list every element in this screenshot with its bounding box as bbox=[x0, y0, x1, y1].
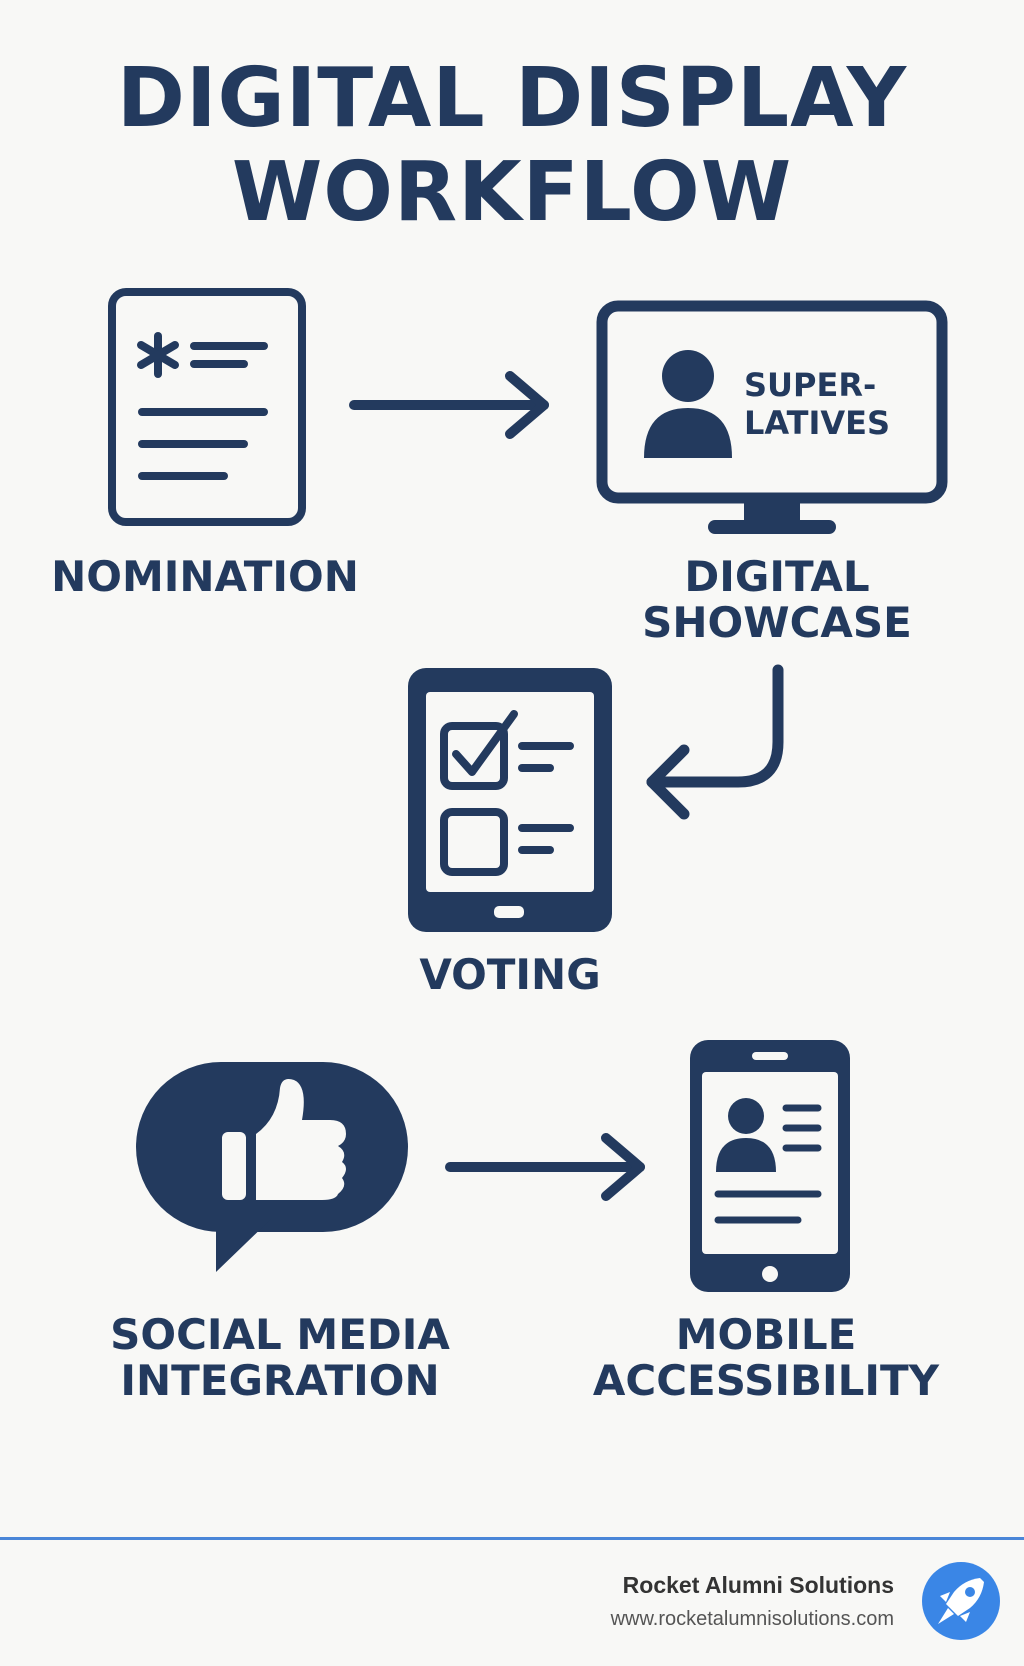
arrow-right-icon bbox=[349, 371, 549, 439]
voting-label: VOTING bbox=[419, 950, 601, 999]
digital-showcase-label: DIGITAL SHOWCASE bbox=[642, 552, 912, 647]
brand-name: Rocket Alumni Solutions bbox=[622, 1572, 894, 1598]
screen-text-line-2: LATIVES bbox=[744, 404, 890, 442]
title-line-2: WORKFLOW bbox=[231, 145, 793, 240]
arrow-right-icon bbox=[445, 1133, 645, 1201]
tablet-checklist-icon bbox=[408, 668, 612, 932]
nomination-label: NOMINATION bbox=[51, 552, 359, 601]
social-media-label: SOCIAL MEDIA INTEGRATION bbox=[110, 1310, 450, 1405]
smartphone-profile-icon bbox=[690, 1040, 850, 1292]
mobile-accessibility-label: MOBILE ACCESSIBILITY bbox=[592, 1310, 940, 1405]
title-line-1: DIGITAL DISPLAY bbox=[116, 51, 908, 146]
brand-url: www.rocketalumnisolutions.com bbox=[610, 1608, 894, 1630]
footer-divider bbox=[0, 1537, 1024, 1540]
curved-arrow-icon bbox=[646, 664, 784, 820]
screen-text-line-1: SUPER- bbox=[744, 366, 876, 404]
nomination-form-icon bbox=[108, 288, 306, 526]
thumbs-up-bubble-icon bbox=[136, 1062, 408, 1272]
monitor-icon: SUPER- LATIVES bbox=[596, 300, 948, 534]
page-title: DIGITAL DISPLAY WORKFLOW bbox=[0, 52, 1024, 240]
rocket-logo-icon bbox=[922, 1562, 1000, 1640]
